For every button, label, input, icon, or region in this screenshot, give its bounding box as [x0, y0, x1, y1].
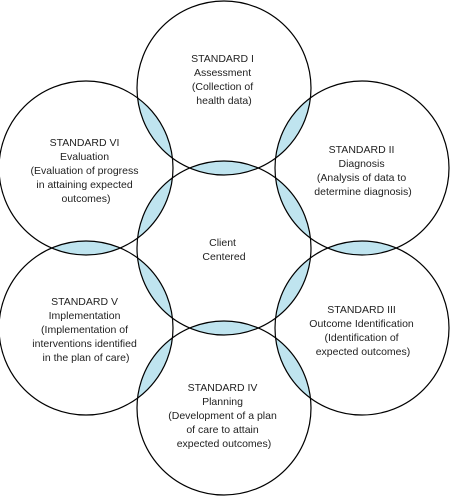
standard-5-title: STANDARD V — [51, 296, 118, 308]
circle-standard-1 — [136, 0, 312, 176]
standard-5-label: STANDARD V Implementation (Implementatio… — [32, 296, 139, 364]
circle-fill-standard-1 — [137, 1, 311, 175]
circle-fill-standard-5 — [0, 241, 173, 415]
circle-center — [136, 160, 312, 336]
standard-2-desc: (Analysis of data to — [317, 172, 406, 184]
circle-fill-center — [137, 161, 311, 335]
standard-5-desc: interventions identified — [32, 338, 137, 350]
center-label: Client Centered — [202, 237, 245, 263]
center-label-line: Client — [209, 237, 236, 249]
standard-6-desc: in attaining expected — [36, 179, 132, 191]
standard-4-name: Planning — [202, 396, 243, 408]
standard-2-name: Diagnosis — [338, 158, 384, 170]
standard-2-desc: determine diagnosis) — [314, 186, 411, 198]
circle-standard-2 — [274, 80, 450, 256]
standard-3-title: STANDARD III — [327, 304, 396, 316]
circle-standard-3 — [274, 240, 450, 416]
standard-6-name: Evaluation — [60, 151, 109, 163]
standard-6-desc: outcomes) — [61, 193, 110, 205]
circle-fill-standard-6 — [0, 81, 173, 255]
standard-6-title: STANDARD VI — [50, 137, 120, 149]
standard-1-desc: health data) — [196, 95, 251, 107]
standard-1-title: STANDARD I — [191, 53, 254, 65]
standard-1-desc: (Collection of — [192, 81, 253, 93]
standard-6-desc: (Evaluation of progress — [31, 165, 139, 177]
standard-6-label: STANDARD VI Evaluation (Evaluation of pr… — [31, 137, 142, 205]
standard-5-name: Implementation — [49, 310, 121, 322]
circle-standard-5 — [0, 240, 174, 416]
standard-5-desc: (Implementation of — [41, 324, 128, 336]
standard-1-name: Assessment — [194, 67, 251, 79]
circle-fill-standard-4 — [137, 321, 311, 495]
standard-3-desc: expected outcomes) — [316, 346, 411, 358]
standard-2-label: STANDARD II Diagnosis (Analysis of data … — [314, 144, 411, 198]
center-label-line: Centered — [202, 251, 245, 263]
standard-3-desc: (Identification of — [324, 332, 398, 344]
circle-fill-standard-3 — [275, 241, 449, 415]
circle-fill-standard-2 — [275, 81, 449, 255]
circle-standard-4 — [136, 320, 312, 496]
standard-3-name: Outcome Identification — [309, 318, 414, 330]
standard-4-title: STANDARD IV — [188, 382, 258, 394]
standard-1-label: STANDARD I Assessment (Collection of hea… — [191, 53, 257, 107]
standard-2-title: STANDARD II — [329, 144, 395, 156]
standard-4-desc: of care to attain — [186, 424, 259, 436]
standard-4-desc: expected outcomes) — [177, 438, 272, 450]
standard-4-desc: (Development of a plan — [168, 410, 277, 422]
standard-3-label: STANDARD III Outcome Identification (Ide… — [309, 304, 416, 358]
standard-4-label: STANDARD IV Planning (Development of a p… — [168, 382, 280, 450]
circle-standard-6 — [0, 80, 174, 256]
standard-5-desc: in the plan of care) — [43, 352, 130, 364]
